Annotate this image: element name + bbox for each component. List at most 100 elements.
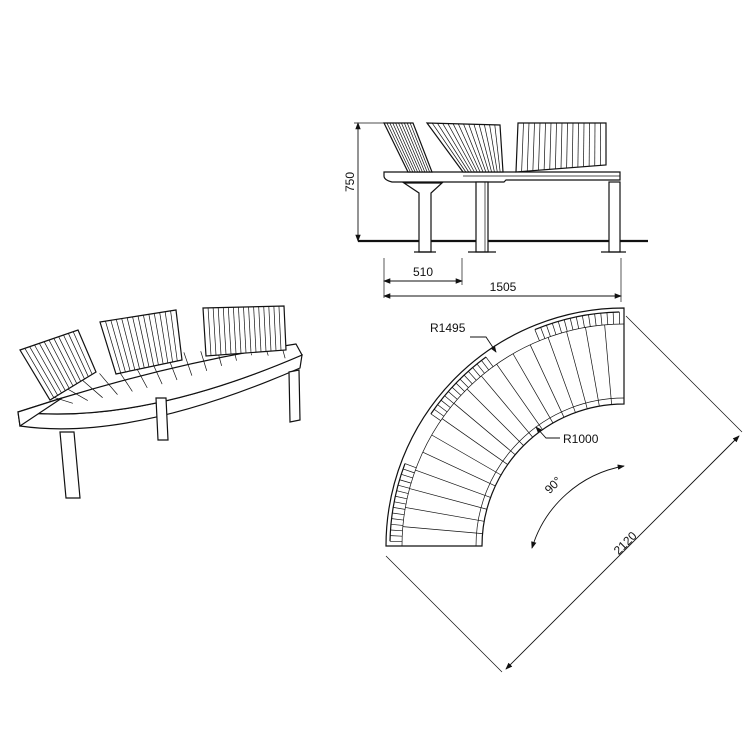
backrest-slat bbox=[24, 348, 55, 398]
plan-seat-slat bbox=[604, 324, 612, 405]
backrest-slat bbox=[29, 346, 58, 396]
side-backrest-slat bbox=[555, 122, 557, 169]
plan-view: R1495 R1000 90° 2120 bbox=[385, 307, 743, 673]
side-backrest-slat bbox=[538, 122, 541, 171]
side-backrest-slat bbox=[566, 122, 568, 169]
plan-backrest-slat bbox=[404, 463, 417, 469]
leg-front-left bbox=[59, 431, 81, 499]
outer-radius-label: R1495 bbox=[430, 321, 466, 335]
plan-backrest-slat bbox=[588, 314, 591, 327]
plan-seat-slat bbox=[431, 434, 502, 476]
side-backrest-slat bbox=[463, 123, 484, 173]
plan-backrest-slat bbox=[563, 319, 568, 332]
plan-seat-slat bbox=[402, 526, 483, 534]
backrest-slat bbox=[121, 318, 136, 371]
seat-slat-line bbox=[82, 380, 103, 398]
plan-backrest-slat bbox=[468, 371, 477, 381]
side-backrest-slat bbox=[452, 123, 478, 173]
side-backrest-slat bbox=[401, 122, 423, 173]
plan-backrest-slat bbox=[395, 495, 408, 500]
side-backrest-slat bbox=[521, 122, 524, 172]
backrest-slat bbox=[43, 341, 70, 389]
perspective-view bbox=[17, 305, 303, 499]
side-backrest-slat bbox=[543, 122, 546, 170]
backrest-slat bbox=[39, 343, 66, 391]
side-backrest-slat bbox=[406, 122, 428, 173]
backrest-slat bbox=[143, 315, 155, 367]
seat-slat-line bbox=[99, 373, 118, 395]
side-backrest-slat bbox=[392, 122, 416, 173]
plan-backrest-slat bbox=[575, 316, 580, 329]
backrest-slat bbox=[115, 319, 131, 372]
leg-middle bbox=[155, 397, 169, 441]
side-backrest-slat bbox=[431, 122, 467, 173]
plan-backrest-slat bbox=[440, 399, 451, 408]
plan-backrest-slat bbox=[546, 325, 551, 337]
side-backrest-slat bbox=[442, 123, 472, 173]
backrest-slat bbox=[110, 320, 126, 373]
plan-seat-slat bbox=[415, 469, 491, 498]
dim-height-label: 750 bbox=[343, 172, 357, 192]
backrest-slat bbox=[273, 306, 277, 351]
backrest-slat bbox=[63, 334, 85, 380]
backrest-slat bbox=[217, 307, 222, 355]
backrest-slat bbox=[212, 307, 217, 356]
backrest-slat bbox=[153, 313, 164, 365]
side-backrest-slat bbox=[447, 123, 475, 173]
backrest-slat bbox=[238, 307, 242, 354]
backrest-slat bbox=[243, 306, 247, 354]
plan-backrest-slat bbox=[390, 523, 403, 526]
leg-right bbox=[288, 369, 301, 423]
backrest-slat bbox=[170, 310, 178, 362]
backrest-middle bbox=[99, 309, 183, 375]
plan-seat-slat bbox=[585, 327, 600, 407]
plan-seat-slat bbox=[405, 507, 485, 522]
plan-backrest-slat bbox=[551, 323, 557, 335]
dim-length-label: 1505 bbox=[490, 280, 517, 294]
side-backrest-slat bbox=[560, 122, 563, 169]
backrest-slat bbox=[253, 306, 257, 353]
backrest-slat bbox=[233, 307, 237, 354]
plan-backrest-slat bbox=[451, 386, 462, 396]
side-backrest-slat bbox=[494, 124, 501, 173]
backrest-slat bbox=[159, 312, 169, 364]
plan-backrest-slat bbox=[437, 404, 448, 413]
backrest-slat bbox=[207, 307, 212, 356]
plan-backrest-slat bbox=[600, 313, 603, 326]
backrest-slat bbox=[164, 311, 173, 363]
plan-backrest-slat bbox=[557, 321, 562, 334]
side-backrest-slat bbox=[395, 122, 418, 173]
plan-backrest-slat bbox=[606, 312, 609, 325]
plan-backrest-slat bbox=[459, 378, 469, 388]
plan-backrest-slat bbox=[399, 479, 412, 484]
plan-seat-slat bbox=[453, 403, 516, 455]
plan-seat-slat bbox=[409, 488, 487, 510]
plan-backrest-slat bbox=[444, 395, 455, 404]
plan-backrest-slat bbox=[397, 484, 410, 489]
side-backrest-slat bbox=[549, 122, 552, 170]
side-backrest-slat bbox=[403, 122, 426, 173]
plan-backrest-slat bbox=[430, 413, 441, 421]
plan-backrest-slat bbox=[433, 408, 445, 417]
plan-backrest-slat bbox=[455, 382, 465, 392]
backrest-slat bbox=[137, 315, 150, 368]
side-backrest-slat bbox=[583, 122, 585, 167]
backrest-slat bbox=[258, 306, 262, 352]
inner-radius-label: R1000 bbox=[563, 432, 599, 446]
backrest-slat bbox=[132, 316, 145, 369]
side-backrest-slat bbox=[577, 122, 579, 168]
plan-seat-slat bbox=[496, 363, 543, 430]
plan-backrest-slat bbox=[612, 312, 615, 325]
side-backrest-slat bbox=[468, 124, 487, 173]
angle-label: 90° bbox=[542, 474, 565, 497]
plan-backrest-slat bbox=[463, 374, 473, 385]
side-backrest-slat bbox=[571, 122, 574, 168]
backrest-slat bbox=[278, 306, 282, 351]
seat-slat-line bbox=[183, 352, 193, 376]
backrest-slat bbox=[227, 307, 232, 355]
plan-backrest-slat bbox=[534, 329, 540, 341]
plan-seat-slat bbox=[547, 337, 576, 413]
side-backrest-slat bbox=[457, 123, 481, 173]
plan-backrest-slat bbox=[448, 391, 458, 400]
